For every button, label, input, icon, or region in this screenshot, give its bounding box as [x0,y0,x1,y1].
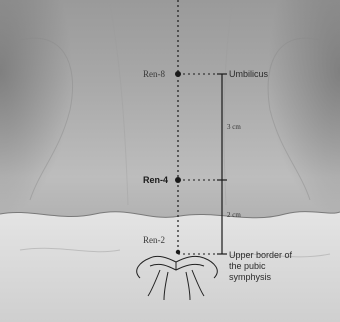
distance-upper-label: 3 cm [227,124,241,131]
ren8-label: Ren-8 [143,70,165,79]
pubic-symphysis-label: Upper border of the pubic symphysis [229,250,301,283]
ren2-label: Ren-2 [143,236,165,245]
umbilicus-label: Umbilicus [229,70,268,79]
ren4-point [175,177,181,183]
distance-lower-label: 2 cm [227,212,241,219]
ren8-point [175,71,181,77]
ren2-point [176,250,180,254]
ren4-label: Ren-4 [143,176,168,185]
